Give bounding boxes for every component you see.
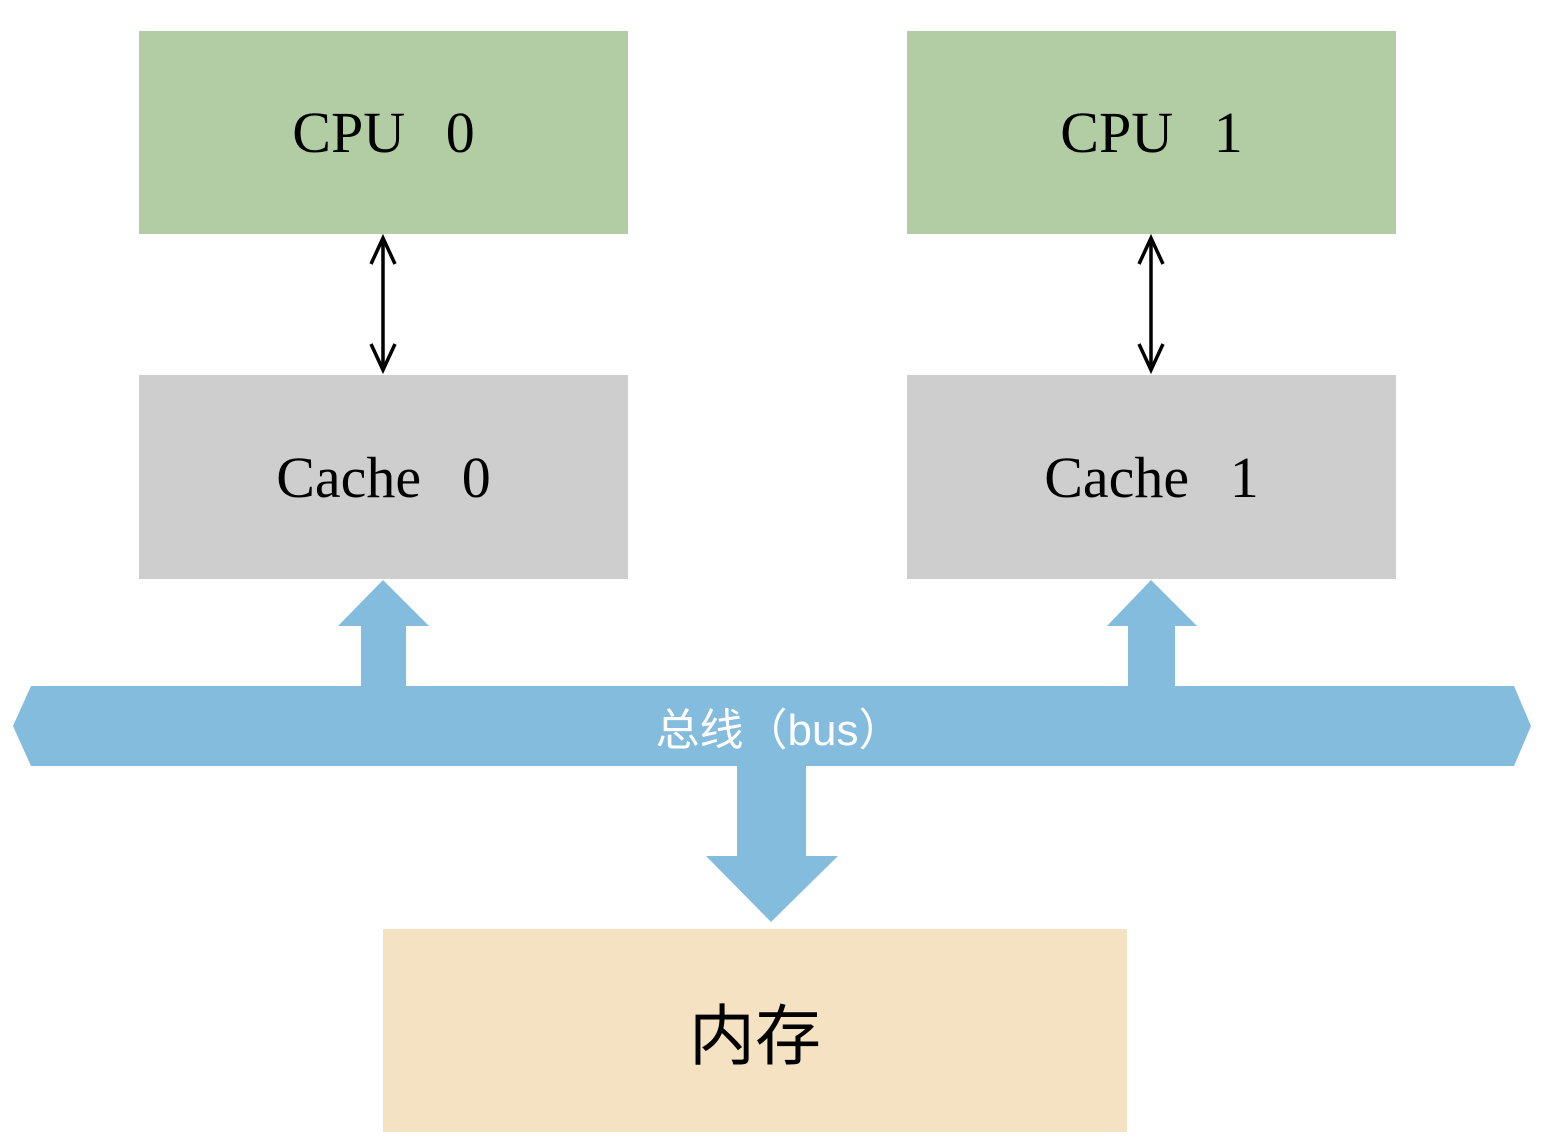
cache1-node: Cache 1 [907,375,1396,579]
cpu1-label: CPU 1 [1060,100,1243,165]
cache0-node: Cache 0 [139,375,628,579]
cpu0-cache0-double-arrow [369,233,397,375]
bus-to-cache0-block-arrow-up [338,580,429,690]
bus-to-memory-block-arrow-down [706,764,838,922]
arrowhead-up-icon [1137,233,1165,265]
cache1-label: Cache 1 [1044,444,1259,510]
cpu0-label: CPU 0 [292,100,475,165]
bus-to-cache1-block-arrow-up [1107,580,1197,690]
memory-label: 内存 [689,1000,821,1074]
cache0-label: Cache 0 [276,444,491,510]
cpu1-cache1-double-arrow [1137,233,1165,375]
arrowhead-down-icon [369,343,397,375]
memory-node: 内存 [383,929,1127,1132]
bus-bar [13,686,1531,766]
arrowhead-up-icon [369,233,397,265]
cpu1-node: CPU 1 [907,31,1396,234]
cpu0-node: CPU 0 [139,31,628,234]
arrowhead-down-icon [1137,343,1165,375]
